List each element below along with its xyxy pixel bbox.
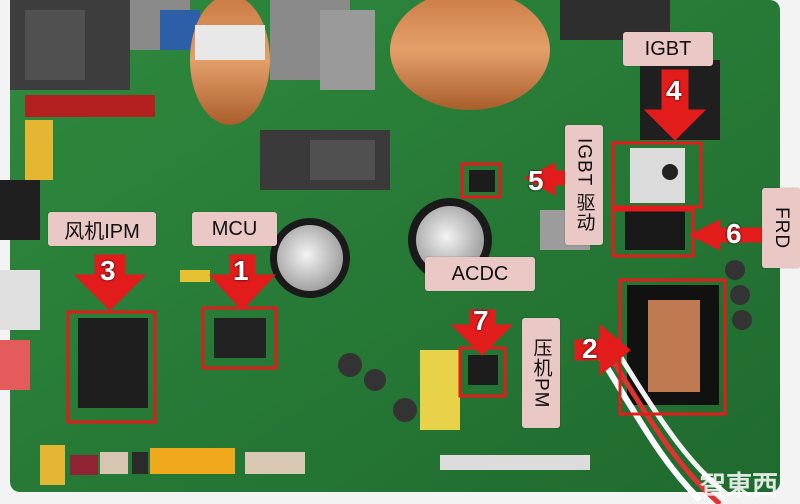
label-igbt: IGBT bbox=[623, 32, 713, 66]
arrow-2 bbox=[574, 323, 631, 377]
watermark: 智東西 bbox=[700, 471, 779, 501]
marker-number-3: 3 bbox=[100, 255, 116, 286]
marker-number-4: 4 bbox=[666, 75, 682, 106]
marker-number-1: 1 bbox=[233, 255, 249, 286]
label-frd: FRD bbox=[762, 188, 800, 268]
fan-ipm-chip bbox=[78, 318, 148, 408]
capacitor-1 bbox=[277, 225, 343, 291]
frd-component bbox=[625, 210, 685, 250]
arrow-1 bbox=[208, 254, 277, 311]
marker-number-2: 2 bbox=[582, 333, 598, 364]
arrow-7 bbox=[450, 309, 514, 356]
inductor-coil bbox=[190, 0, 270, 125]
arrow-3 bbox=[73, 254, 147, 311]
marker-number-7: 7 bbox=[473, 305, 489, 336]
label-fan-ipm: 风机IPM bbox=[48, 212, 156, 246]
label-acdc: ACDC bbox=[425, 257, 535, 291]
mcu-chip bbox=[214, 318, 266, 358]
label-mcu: MCU bbox=[192, 212, 277, 246]
acdc-chip bbox=[468, 355, 498, 385]
toroid-coil bbox=[390, 0, 550, 110]
marker-number-6: 6 bbox=[726, 218, 742, 249]
igbt-driver-chip bbox=[469, 170, 495, 192]
marker-number-5: 5 bbox=[528, 165, 544, 196]
label-igbt-driver: IGBT 驱动 bbox=[565, 125, 603, 245]
arrow-4 bbox=[643, 69, 707, 141]
label-compressor-ipm: 压机PM bbox=[522, 318, 560, 428]
